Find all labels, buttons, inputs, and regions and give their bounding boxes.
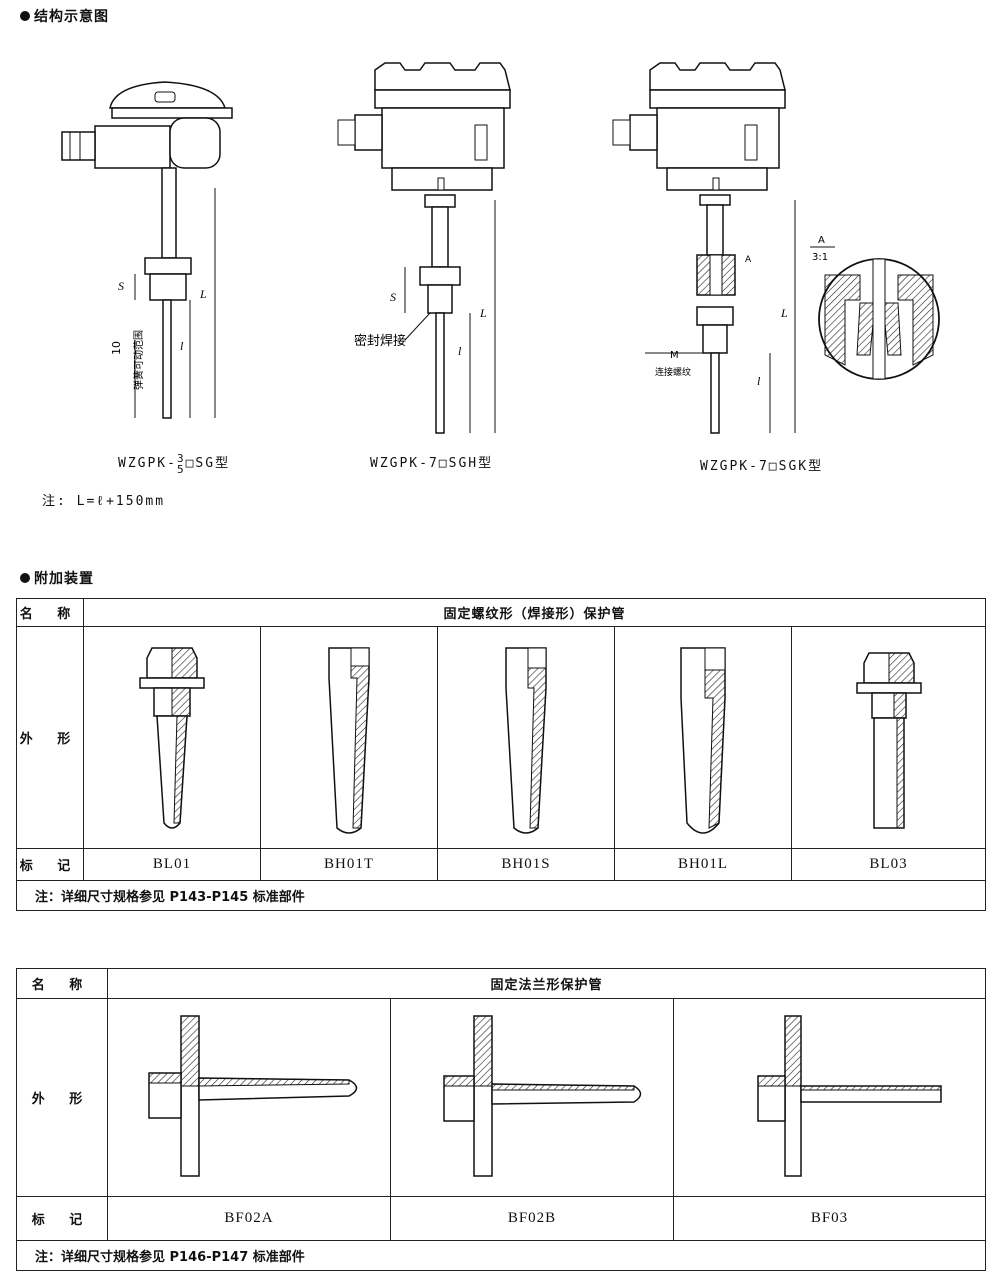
svg-text:10: 10 xyxy=(110,341,123,355)
svg-text:M: M xyxy=(670,350,679,361)
diagram-wzgpk-35sg: L l S 10 弹簧可动范围 xyxy=(61,81,233,419)
svg-text:A: A xyxy=(745,255,752,265)
mark-bl01: BL01 xyxy=(83,848,261,881)
svg-text:S: S xyxy=(390,290,396,304)
mark-label: 标 记 xyxy=(16,848,84,881)
shape-bh01l xyxy=(614,626,792,849)
shape-bf02b xyxy=(390,998,674,1197)
diagram-wzgpk-7sgh: L l S 密封焊接 xyxy=(337,62,511,434)
model-label-2: WZGPK-7□SGH型 xyxy=(370,456,494,471)
svg-text:密封焊接: 密封焊接 xyxy=(354,333,406,349)
mark-bh01s: BH01S xyxy=(437,848,615,881)
svg-text:L: L xyxy=(479,306,487,320)
svg-text:L: L xyxy=(780,306,788,320)
table1-note: 注：详细尺寸规格参见 P143-P145 标准部件 xyxy=(16,880,986,911)
mark-bf02b: BF02B xyxy=(390,1196,674,1241)
mark-bf03: BF03 xyxy=(673,1196,986,1241)
svg-text:L: L xyxy=(199,287,207,301)
detail-view-a xyxy=(818,258,940,380)
svg-text:l: l xyxy=(180,339,184,353)
shape-label: 外 形 xyxy=(16,998,108,1197)
table2-note: 注：详细尺寸规格参见 P146-P147 标准部件 xyxy=(16,1240,986,1271)
shape-bh01t xyxy=(260,626,438,849)
accessory-section-title: 附加装置 xyxy=(20,568,94,588)
mark-bh01t: BH01T xyxy=(260,848,438,881)
bl01-drawing xyxy=(139,646,205,829)
bh01l-drawing xyxy=(680,646,726,834)
shape-bl03 xyxy=(791,626,986,849)
shape-bh01s xyxy=(437,626,615,849)
bf02b-drawing xyxy=(443,1014,642,1177)
svg-text:l: l xyxy=(757,374,761,388)
name-label: 名 称 xyxy=(16,968,108,999)
flange-tube-table: 名 称 固定法兰形保护管 外 形 xyxy=(16,968,986,1271)
structure-section-title: 结构示意图 xyxy=(20,6,109,26)
shape-label: 外 形 xyxy=(16,626,84,849)
mark-bl03: BL03 xyxy=(791,848,986,881)
svg-text:S: S xyxy=(118,279,124,293)
structure-note: 注: L=ℓ+150mm xyxy=(42,494,166,509)
bh01t-drawing xyxy=(328,646,370,834)
svg-text:l: l xyxy=(458,344,462,358)
threaded-tube-table: 名 称 固定螺纹形（焊接形）保护管 外 形 xyxy=(16,598,986,911)
bl03-drawing xyxy=(855,651,922,829)
bf02a-drawing xyxy=(148,1014,358,1177)
svg-text:弹簧可动范围: 弹簧可动范围 xyxy=(132,330,145,390)
svg-text:A: A xyxy=(818,235,825,246)
shape-bl01 xyxy=(83,626,261,849)
svg-text:3:1: 3:1 xyxy=(812,252,828,263)
mark-bh01l: BH01L xyxy=(614,848,792,881)
mark-label: 标 记 xyxy=(16,1196,108,1241)
bullet-icon xyxy=(20,573,30,583)
bh01s-drawing xyxy=(505,646,547,834)
name-value: 固定法兰形保护管 xyxy=(107,968,986,999)
shape-bf03 xyxy=(673,998,986,1197)
svg-text:连接螺纹: 连接螺纹 xyxy=(655,366,691,378)
name-value: 固定螺纹形（焊接形）保护管 xyxy=(83,598,986,627)
mark-bf02a: BF02A xyxy=(107,1196,391,1241)
shape-bf02a xyxy=(107,998,391,1197)
name-label: 名 称 xyxy=(16,598,84,627)
bf03-drawing xyxy=(756,1014,942,1177)
diagram-wzgpk-7sgk: L l A M 连接螺纹 A 3:1 xyxy=(612,62,835,434)
bullet-icon xyxy=(20,11,30,21)
model-label-3: WZGPK-7□SGK型 xyxy=(700,459,824,474)
